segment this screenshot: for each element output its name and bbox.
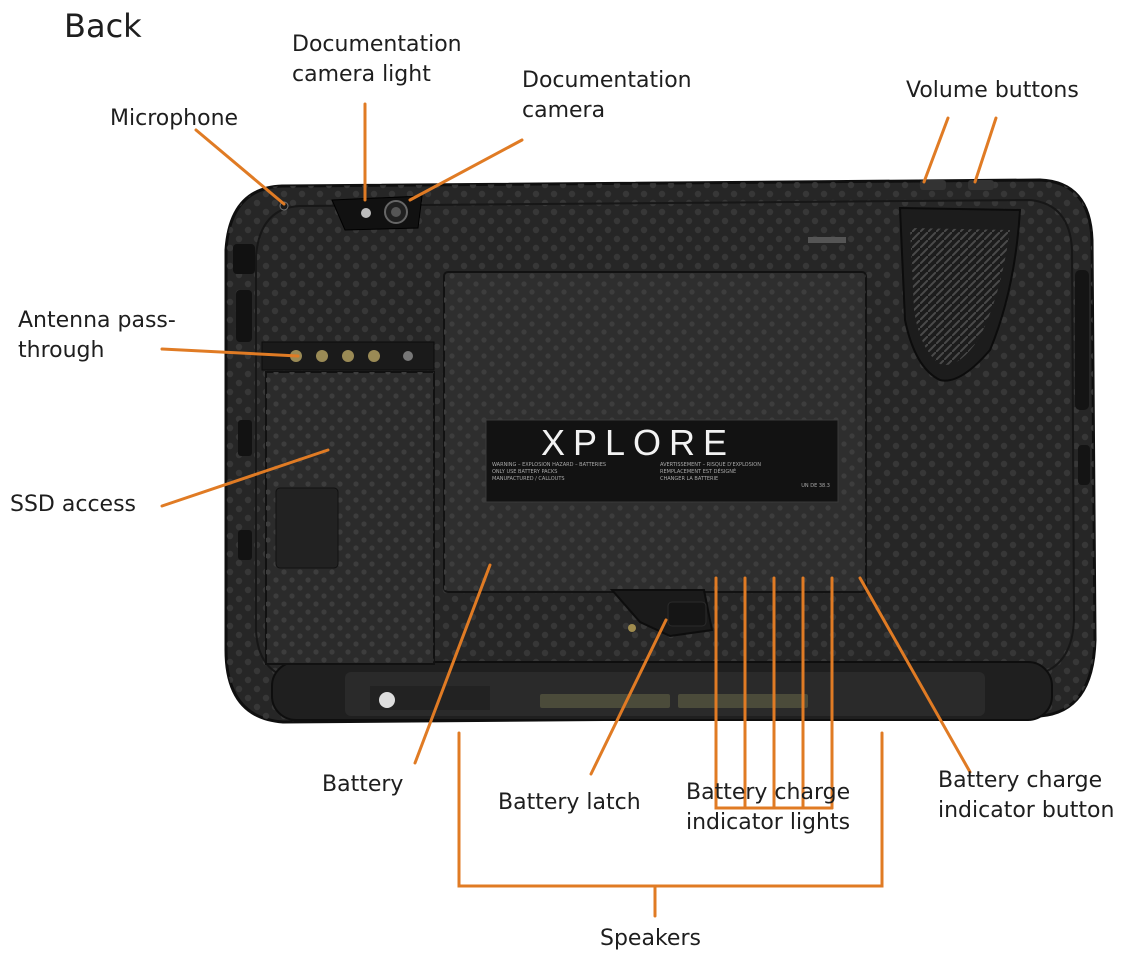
label-antenna-line2: through: [18, 338, 105, 363]
leader-volume-2: [973, 116, 998, 184]
volume-speaker-housing: [898, 180, 1022, 382]
leader-battery: [413, 563, 492, 765]
label-doc-camera-line1: Documentation: [522, 68, 692, 93]
fine-print-2: ONLY USE BATTERY PACKS: [492, 469, 558, 475]
label-doc-camera: Documentation camera: [522, 66, 692, 126]
fine-print-3: MANUFACTURED / CALLOUTS: [492, 476, 565, 482]
label-charge-button-line1: Battery charge: [938, 768, 1103, 793]
label-charge-button-line2: indicator button: [938, 798, 1115, 823]
battery-panel: [443, 271, 867, 593]
fine-print-6: CHANGER LA BATTERIE: [660, 476, 719, 482]
label-charge-button: Battery charge indicator button: [938, 766, 1114, 826]
label-microphone: Microphone: [110, 106, 239, 131]
fine-print-4: AVERTISSEMENT – RISQUE D'EXPLOSION: [660, 462, 761, 468]
page-title: Back: [64, 7, 142, 45]
label-doc-camera-light: Documentation camera light: [292, 30, 462, 90]
camera-module: [279, 195, 846, 243]
label-battery: Battery: [322, 772, 404, 797]
leader-antenna: [160, 347, 300, 358]
brand-logo: XPLORE: [541, 422, 736, 463]
leader-lines: [160, 102, 998, 918]
leader-volume-1: [922, 116, 950, 184]
fine-print-5: REMPLACEMENT EST DÉSIGNÉ: [660, 469, 737, 475]
label-charge-lights-line2: indicator lights: [686, 810, 851, 835]
label-doc-camera-light-line1: Documentation: [292, 32, 462, 57]
label-antenna-line1: Antenna pass-: [18, 308, 176, 333]
ssd-panel: [261, 341, 435, 665]
label-doc-camera-line2: camera: [522, 98, 606, 123]
leader-doc-camera: [408, 138, 524, 202]
side-ports: [233, 244, 1090, 560]
label-charge-lights-line1: Battery charge: [686, 780, 851, 805]
label-volume-buttons: Volume buttons: [906, 78, 1079, 103]
leader-speakers: [457, 731, 884, 888]
label-ssd-access: SSD access: [10, 492, 136, 517]
label-battery-latch: Battery latch: [498, 790, 641, 815]
label-doc-camera-light-line2: camera light: [292, 62, 431, 87]
leader-charge-button: [858, 576, 972, 774]
leader-charge-lights: [714, 576, 834, 810]
leader-ssd: [160, 448, 330, 508]
fine-print-1: WARNING – EXPLOSION HAZARD – BATTERIES: [492, 462, 607, 468]
label-antenna: Antenna pass- through: [18, 306, 176, 366]
leader-battery-latch: [589, 618, 668, 776]
label-charge-lights: Battery charge indicator lights: [686, 778, 850, 838]
label-speakers: Speakers: [600, 926, 701, 951]
fine-print-7: UN DE 38.3: [801, 483, 830, 489]
battery-latch-shape: [609, 589, 714, 638]
leader-microphone: [194, 128, 286, 206]
